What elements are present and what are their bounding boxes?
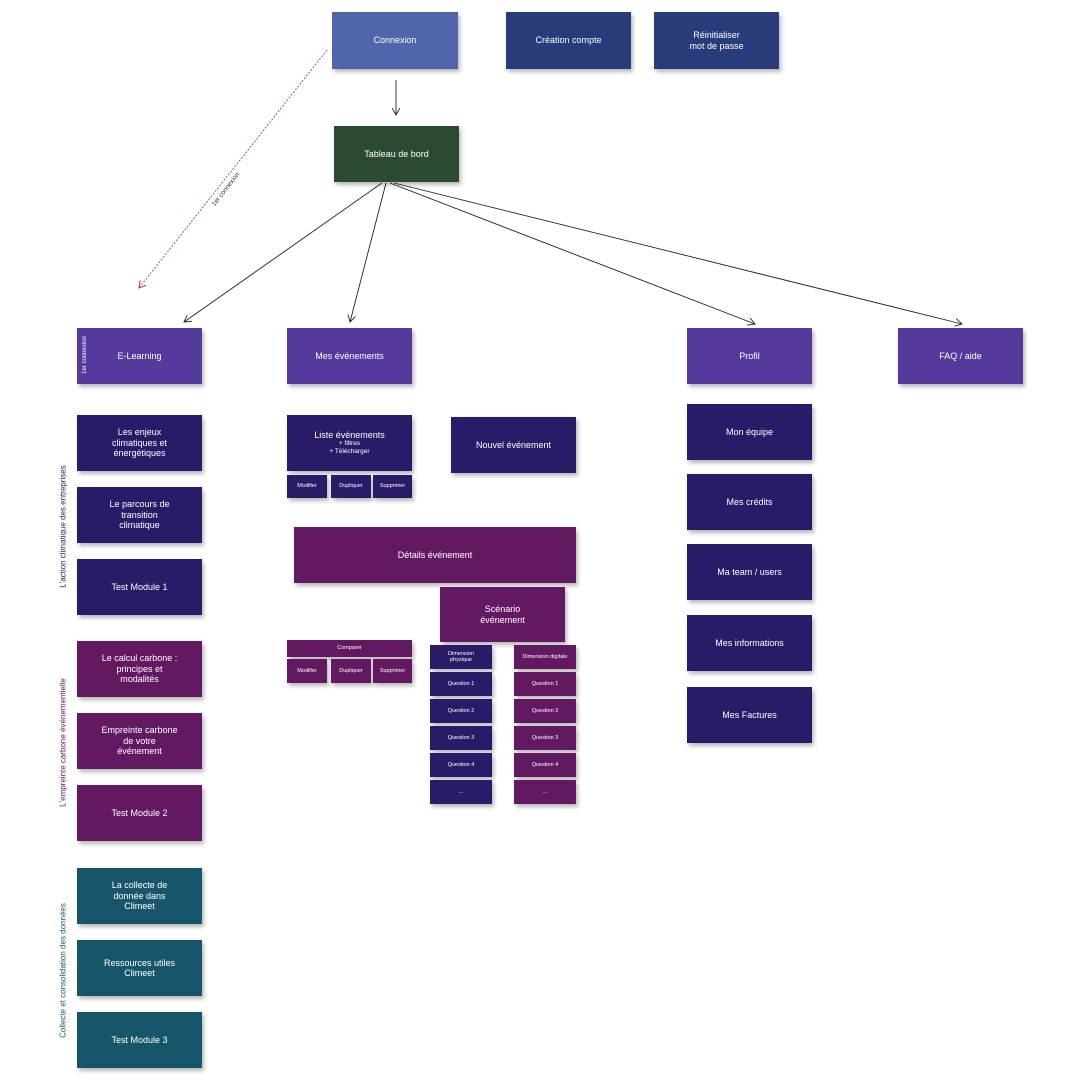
group-label-action-climatique: L'action climatique des entreprises [58,465,68,588]
edge-dashboard-to-elearning [184,182,383,322]
creation-compte-node[interactable]: Création compte [506,12,631,69]
elearning-node[interactable]: E-Learning [77,328,202,384]
mes-credits-node[interactable]: Mes crédits [687,474,812,530]
digitale-question-1[interactable]: Question 1 [514,672,576,696]
scenario-evenement-node[interactable]: Scénario événement [440,587,565,642]
tableau-de-bord-node[interactable]: Tableau de bord [334,126,459,182]
liste-dupliquer-button[interactable]: Dupliquer [331,475,371,498]
physique-question-2[interactable]: Question 2 [430,699,492,723]
liste-evenements-subtitle: + filtres + Télécharger [329,440,370,456]
mon-equipe-node[interactable]: Mon équipe [687,404,812,460]
dimension-physique-node[interactable]: Dimension physique [430,645,492,669]
edge-dashboard-to-profil [389,182,755,324]
details-evenement-node[interactable]: Détails événement [294,527,576,583]
mes-factures-node[interactable]: Mes Factures [687,687,812,743]
module-test-3[interactable]: Test Module 3 [77,1012,202,1068]
dimension-digitale-node[interactable]: Dimension digitale [514,645,576,669]
module-enjeux-climatiques[interactable]: Les enjeux climatiques et énergétiques [77,415,202,471]
ma-team-users-node[interactable]: Ma team / users [687,544,812,600]
mes-informations-node[interactable]: Mes informations [687,615,812,671]
nouvel-evenement-node[interactable]: Nouvel événement [451,417,576,473]
faq-aide-node[interactable]: FAQ / aide [898,328,1023,384]
mes-evenements-node[interactable]: Mes événements [287,328,412,384]
edge-dashboard-to-faq [393,182,962,324]
edge-dashboard-to-evenements [350,182,387,322]
module-parcours-transition[interactable]: Le parcours de transition climatique [77,487,202,543]
physique-more[interactable]: ... [430,780,492,804]
liste-modifier-button[interactable]: Modifier [287,475,327,498]
liste-supprimer-button[interactable]: Supprimer [373,475,412,498]
comparer-supprimer-button[interactable]: Supprimer [373,659,412,683]
liste-evenements-title: Liste événements [314,430,385,441]
module-test-2[interactable]: Test Module 2 [77,785,202,841]
digitale-question-2[interactable]: Question 2 [514,699,576,723]
comparer-button[interactable]: Comparer [287,640,412,657]
physique-question-1[interactable]: Question 1 [430,672,492,696]
profil-node[interactable]: Profil [687,328,812,384]
module-collecte-donnee[interactable]: La collecte de donnée dans Climeet [77,868,202,924]
digitale-question-4[interactable]: Question 4 [514,753,576,777]
digitale-more[interactable]: ... [514,780,576,804]
group-label-empreinte-carbone: L'empreinte carbone événementielle [58,678,68,807]
module-test-1[interactable]: Test Module 1 [77,559,202,615]
comparer-dupliquer-button[interactable]: Dupliquer [331,659,371,683]
connexion-node[interactable]: Connexion [332,12,458,69]
module-empreinte-carbone[interactable]: Empreinte carbone de votre événement [77,713,202,769]
liste-evenements-node[interactable]: Liste événements + filtres + Télécharger [287,415,412,471]
module-ressources-utiles[interactable]: Ressources utiles Climeet [77,940,202,996]
digitale-question-3[interactable]: Question 3 [514,726,576,750]
reinitialiser-mot-de-passe-node[interactable]: Réinitialiser mot de passe [654,12,779,69]
edge-first-login [139,49,328,288]
comparer-modifier-button[interactable]: Modifier [287,659,327,683]
physique-question-3[interactable]: Question 3 [430,726,492,750]
physique-question-4[interactable]: Question 4 [430,753,492,777]
group-label-collecte-donnees: Collecte et consolidation des données [58,903,68,1038]
module-calcul-carbone[interactable]: Le calcul carbone : principes et modalit… [77,641,202,697]
elearning-first-login-tag: 1er connexion [82,336,88,374]
